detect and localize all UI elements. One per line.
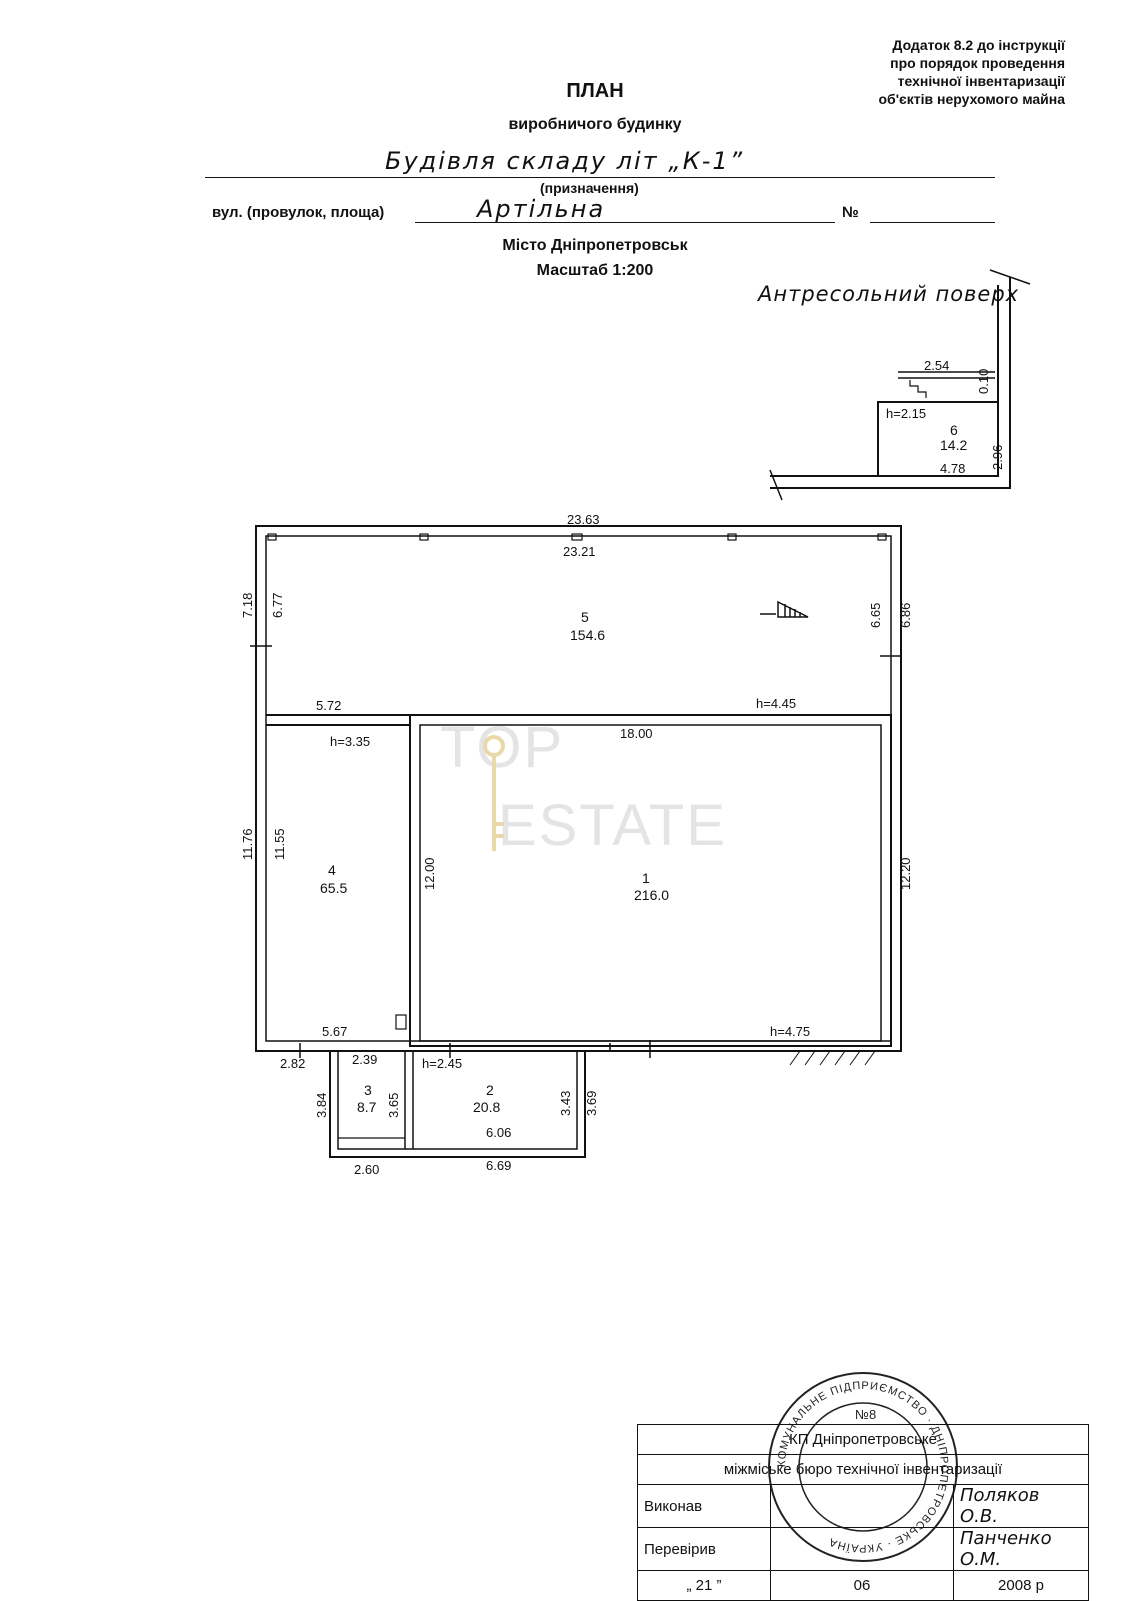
dim-282: 2.82 [280,1056,305,1071]
number-line [870,200,995,223]
room1-area: 216.0 [634,887,669,903]
room5-height: h=4.45 [756,696,796,711]
room2-height: h=2.45 [422,1056,462,1071]
dim-239: 2.39 [352,1052,377,1067]
room5-area: 154.6 [570,627,605,643]
dim-inner-top: 23.21 [563,544,596,559]
building-outer-wall [255,525,902,1052]
reference-line: об'єктів нерухомого майна [878,91,1066,107]
dim-669: 6.69 [486,1158,511,1173]
partition-wall [266,714,891,726]
dim-567: 5.67 [322,1024,347,1039]
reference-line: про порядок проведення [890,55,1065,71]
page-title: ПЛАН [566,80,624,102]
mezzanine-outline [770,277,1011,489]
dim-384: 3.84 [314,1093,329,1118]
room4-number: 4 [328,862,336,878]
dim-outer-top: 23.63 [567,512,600,527]
performed-signature [770,1484,954,1528]
date-month: 06 [770,1570,954,1601]
room2-number: 2 [486,1082,494,1098]
mezz-dim-bottom: 4.78 [940,461,965,476]
dim-343: 3.43 [558,1091,573,1116]
performed-label: Виконав [637,1484,771,1528]
street-value: Артільна [477,195,606,223]
room6-number: 6 [950,422,958,438]
room4-area: 65.5 [320,880,347,896]
purpose-value: Будівля складу літ „К-1” [385,147,745,175]
dim-369: 3.69 [584,1091,599,1116]
annex-wall [329,1051,586,1158]
mezzanine-inner [770,285,999,477]
dim-right-outer: 6.86 [898,603,913,628]
dim-1800: 18.00 [620,726,653,741]
page-subtitle: виробничого будинку [508,116,682,133]
room3-number: 3 [364,1082,372,1098]
date-year: 2008 р [953,1570,1089,1601]
street-label: вул. (провулок, площа) [212,204,385,221]
reference-line: Додаток 8.2 до інструкції [892,37,1065,53]
mezzanine-label: Антресольний поверх [758,282,1020,306]
dim-right-inner: 6.65 [868,603,883,628]
room1-height: h=4.75 [770,1024,810,1039]
reference-line: технічної інвентаризації [897,73,1065,89]
performed-name: Поляков О.В. [953,1484,1089,1528]
dim-mid-wall: 12.00 [422,857,437,890]
dim-left-outer2: 11.76 [240,828,255,860]
dim-260: 2.60 [354,1162,379,1177]
dim-365: 3.65 [386,1093,401,1118]
dim-left-inner: 6.77 [270,593,285,618]
scale-label: Масштаб 1:200 [536,262,654,279]
purpose-caption: (призначення) [540,180,639,196]
number-label: № [842,204,859,221]
street-line: Артільна [415,195,835,223]
mezz-dim-wall: 0.10 [976,369,991,394]
city-name: Місто Дніпропетровськ [502,237,688,254]
dim-right-wall: 12.20 [898,857,913,890]
room2-area: 20.8 [473,1099,500,1115]
dim-left-inner2: 11.55 [272,828,287,860]
date-day: „ 21 ” [637,1570,771,1601]
checked-label: Перевірив [637,1527,771,1571]
checked-signature [770,1527,954,1571]
dim-606: 6.06 [486,1125,511,1140]
org-line1: КП Дніпропетровське [637,1424,1089,1455]
dim-left-outer: 7.18 [240,593,255,618]
checked-name: Панченко О.М. [953,1527,1089,1571]
purpose-line: Будівля складу літ „К-1” [205,147,995,178]
org-line2: міжміське бюро технічної інвентаризації [637,1454,1089,1485]
dim-572: 5.72 [316,698,341,713]
title-block: КП Дніпропетровське міжміське бюро техні… [637,1424,1089,1601]
room1-number: 1 [642,870,650,886]
mezzanine-room [877,401,998,476]
room1-wall [409,714,892,1047]
mezz-height: h=2.15 [886,406,926,421]
seal-center: №8 [855,1407,876,1422]
room5-number: 5 [581,609,589,625]
reference-note: Додаток 8.2 до інструкції про порядок пр… [805,36,1066,108]
mezz-dim-top: 2.54 [924,358,949,373]
room4-height: h=3.35 [330,734,370,749]
mezz-dim-side: 2.96 [990,445,1005,470]
stair-symbol [777,600,809,618]
room3-area: 8.7 [357,1099,377,1115]
room6-area: 14.2 [940,437,967,453]
